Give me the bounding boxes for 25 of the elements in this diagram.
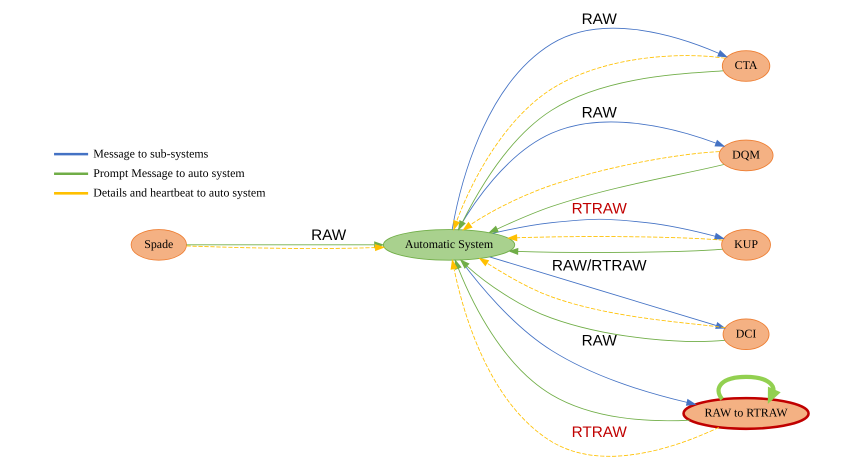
node-ellipse: DCI <box>722 318 770 350</box>
edge-label: RAW <box>582 332 617 350</box>
arrow <box>506 234 724 242</box>
node-ellipse: CTA <box>722 50 770 82</box>
legend-label: Details and heartbeat to auto system <box>93 185 266 200</box>
arrow <box>508 248 724 255</box>
edge-label: RAW <box>311 227 346 244</box>
node-ellipse: Spade <box>130 229 187 261</box>
node-ellipse: Automatic System <box>382 229 516 261</box>
arrow <box>186 244 386 252</box>
arrow <box>462 151 720 231</box>
edge-label: RTRAW <box>572 200 627 218</box>
edge-label: RAW <box>582 10 617 28</box>
legend-label: Prompt Message to auto system <box>93 166 245 180</box>
arrow <box>488 164 724 234</box>
legend-label: Message to sub-systems <box>93 146 208 160</box>
edge-label: RAW/RTRAW <box>552 258 647 275</box>
node-ellipse: KUP <box>721 229 771 261</box>
arrow <box>716 374 781 404</box>
edge-label: RTRAW <box>572 424 627 441</box>
node-ellipse: DQM <box>718 140 774 172</box>
arrow <box>458 122 726 230</box>
arrow <box>492 218 725 240</box>
arrow <box>452 28 728 230</box>
edge-label: RAW <box>582 104 617 122</box>
